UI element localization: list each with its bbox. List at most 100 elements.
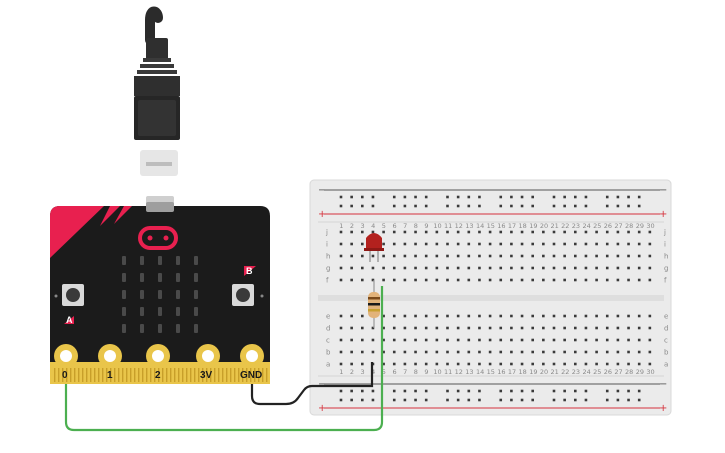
breadboard-hole[interactable] [563, 338, 566, 342]
breadboard-hole[interactable] [371, 266, 375, 270]
breadboard-hole[interactable] [414, 398, 417, 402]
breadboard-hole[interactable] [414, 278, 417, 282]
breadboard-hole[interactable] [648, 362, 652, 366]
breadboard-hole[interactable] [435, 326, 439, 330]
breadboard-hole[interactable] [605, 278, 609, 282]
breadboard-hole[interactable] [456, 266, 460, 270]
breadboard-hole[interactable] [403, 314, 407, 318]
breadboard-hole[interactable] [456, 204, 460, 208]
breadboard-hole[interactable] [552, 389, 556, 393]
breadboard-hole[interactable] [616, 350, 620, 354]
breadboard-hole[interactable] [552, 398, 556, 402]
breadboard-hole[interactable] [371, 254, 375, 258]
breadboard-hole[interactable] [510, 266, 513, 270]
breadboard-hole[interactable] [478, 350, 481, 354]
breadboard-hole[interactable] [488, 242, 492, 246]
breadboard-hole[interactable] [595, 230, 598, 234]
breadboard-hole[interactable] [499, 338, 503, 342]
breadboard-hole[interactable] [446, 350, 449, 354]
breadboard-hole[interactable] [563, 230, 566, 234]
breadboard-hole[interactable] [520, 278, 524, 282]
breadboard-hole[interactable] [339, 266, 343, 270]
breadboard-hole[interactable] [488, 314, 492, 318]
breadboard-hole[interactable] [648, 242, 652, 246]
breadboard-hole[interactable] [552, 204, 556, 208]
breadboard-hole[interactable] [520, 338, 524, 342]
breadboard-hole[interactable] [574, 362, 577, 366]
breadboard-hole[interactable] [499, 389, 503, 393]
breadboard-hole[interactable] [637, 278, 641, 282]
breadboard-hole[interactable] [648, 326, 652, 330]
breadboard-hole[interactable] [392, 389, 396, 393]
breadboard-hole[interactable] [520, 266, 524, 270]
breadboard-hole[interactable] [435, 278, 439, 282]
breadboard-hole[interactable] [456, 254, 460, 258]
breadboard-hole[interactable] [552, 338, 556, 342]
breadboard-hole[interactable] [563, 266, 566, 270]
breadboard-hole[interactable] [361, 326, 364, 330]
breadboard-hole[interactable] [552, 230, 556, 234]
breadboard-hole[interactable] [648, 230, 652, 234]
breadboard-hole[interactable] [520, 326, 524, 330]
breadboard-hole[interactable] [574, 266, 577, 270]
breadboard-hole[interactable] [446, 278, 449, 282]
breadboard-hole[interactable] [488, 278, 492, 282]
breadboard-hole[interactable] [424, 398, 428, 402]
breadboard-hole[interactable] [510, 204, 513, 208]
breadboard-hole[interactable] [371, 389, 375, 393]
breadboard-hole[interactable] [531, 230, 534, 234]
breadboard-hole[interactable] [616, 278, 620, 282]
breadboard-hole[interactable] [552, 242, 556, 246]
breadboard-hole[interactable] [403, 326, 407, 330]
breadboard-hole[interactable] [414, 266, 417, 270]
breadboard-hole[interactable] [392, 204, 396, 208]
breadboard-hole[interactable] [414, 195, 417, 199]
breadboard-hole[interactable] [392, 242, 396, 246]
breadboard-hole[interactable] [520, 204, 524, 208]
breadboard-hole[interactable] [361, 195, 364, 199]
breadboard-hole[interactable] [563, 350, 566, 354]
breadboard-hole[interactable] [552, 350, 556, 354]
breadboard-hole[interactable] [542, 326, 545, 330]
breadboard-hole[interactable] [478, 314, 481, 318]
breadboard-hole[interactable] [563, 398, 566, 402]
breadboard-hole[interactable] [648, 278, 652, 282]
breadboard-hole[interactable] [350, 398, 353, 402]
breadboard-hole[interactable] [531, 195, 534, 199]
breadboard-hole[interactable] [584, 278, 588, 282]
pin-3v[interactable]: 3V [196, 344, 220, 381]
breadboard-hole[interactable] [435, 314, 439, 318]
breadboard-hole[interactable] [424, 230, 428, 234]
breadboard-hole[interactable] [371, 326, 375, 330]
breadboard-hole[interactable] [584, 230, 588, 234]
breadboard-hole[interactable] [350, 195, 353, 199]
breadboard-hole[interactable] [467, 398, 471, 402]
breadboard-hole[interactable] [382, 242, 385, 246]
breadboard-hole[interactable] [350, 242, 353, 246]
breadboard-hole[interactable] [648, 254, 652, 258]
breadboard-hole[interactable] [467, 278, 471, 282]
breadboard-hole[interactable] [435, 350, 439, 354]
breadboard-hole[interactable] [605, 398, 609, 402]
breadboard-hole[interactable] [637, 398, 641, 402]
breadboard-hole[interactable] [392, 230, 396, 234]
breadboard-hole[interactable] [637, 362, 641, 366]
breadboard-hole[interactable] [520, 195, 524, 199]
breadboard-hole[interactable] [488, 326, 492, 330]
breadboard-hole[interactable] [531, 278, 534, 282]
breadboard-hole[interactable] [595, 278, 598, 282]
breadboard-hole[interactable] [446, 242, 449, 246]
breadboard-hole[interactable] [595, 338, 598, 342]
breadboard-hole[interactable] [637, 389, 641, 393]
breadboard-hole[interactable] [499, 266, 503, 270]
breadboard-hole[interactable] [361, 242, 364, 246]
breadboard-hole[interactable] [627, 204, 630, 208]
breadboard-hole[interactable] [499, 242, 503, 246]
breadboard-hole[interactable] [456, 350, 460, 354]
breadboard-hole[interactable] [637, 326, 641, 330]
breadboard-hole[interactable] [584, 195, 588, 199]
breadboard-hole[interactable] [339, 362, 343, 366]
breadboard-hole[interactable] [499, 230, 503, 234]
breadboard-hole[interactable] [637, 266, 641, 270]
breadboard-hole[interactable] [584, 314, 588, 318]
